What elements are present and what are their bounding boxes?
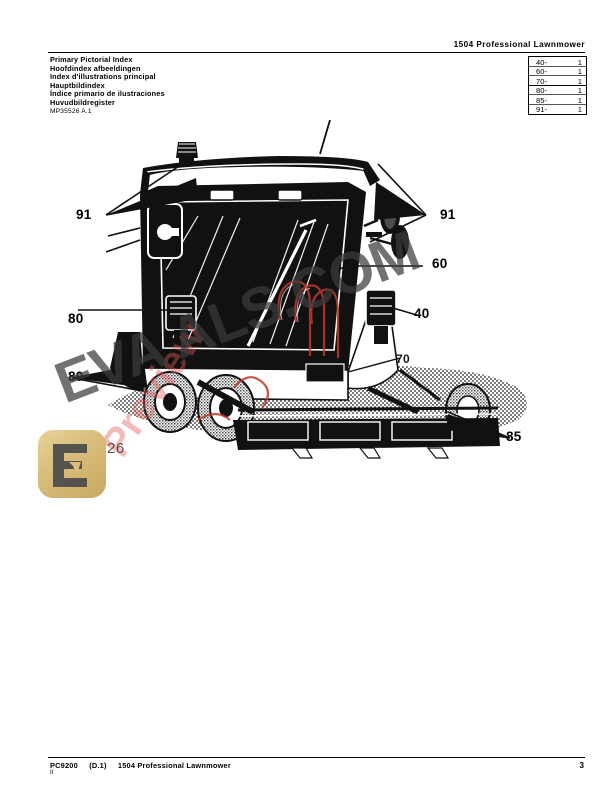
machine-illustration [48,120,585,480]
table-row[interactable]: 70- 1 [529,76,586,86]
table-row[interactable]: 60- 1 [529,67,586,77]
page-number: 3 [579,760,584,770]
footer-doc-code: PC9200 [50,761,78,770]
callout-80-lower: 80 [68,369,84,384]
footer-info: PC9200 (D.1) 1504 Professional Lawnmower [50,761,240,770]
callout-70: 70 [396,352,410,366]
table-row[interactable]: 80- 1 [529,86,586,96]
callout-91-left: 91 [76,207,92,222]
table-row[interactable]: 40- 1 [529,57,586,67]
index-title-block: Primary Pictorial Index Hoofdindex afbee… [50,55,165,108]
section-page: 1 [577,105,582,115]
callout-85: 85 [506,429,522,444]
section-index-table: 40- 1 60- 1 70- 1 80- 1 85- 1 91- 1 [528,56,587,115]
index-title-sv: Huvudbildregister [50,97,115,107]
table-row[interactable]: 85- 1 [529,95,586,105]
footer-title: 1504 Professional Lawnmower [117,761,231,770]
ev-logo-icon [47,440,97,490]
section-page: 1 [577,57,582,67]
index-title-de: Hauptbildindex [50,80,105,90]
footer-revision: (D.1) [89,761,107,770]
section-page: 1 [577,86,582,96]
section-code: 85- [536,95,547,105]
index-title-es: Índice primario de ilustraciones [50,89,165,99]
callout-40: 40 [414,306,430,321]
index-title-en: Primary Pictorial Index [50,55,133,64]
index-title-nl: Hoofdindex afbeeldingen [50,63,141,73]
callout-80-upper: 80 [68,311,84,326]
page-header-title: 1504 Professional Lawnmower [453,40,585,49]
section-code: 91- [536,105,547,115]
footer-divider-rule [48,757,585,759]
section-page: 1 [577,76,582,86]
callout-91-right: 91 [440,207,456,222]
index-title-fr: Index d'illustrations principal [50,72,156,82]
figure-code: MP35526 A.1 [50,108,92,115]
section-page: 1 [577,67,582,77]
header-divider-rule [48,52,585,54]
section-code: 40- [536,57,547,67]
callout-60: 60 [432,256,448,271]
section-code: 60- [536,67,547,77]
footer-sub-mark: II [50,770,54,776]
section-code: 70- [536,76,547,86]
section-page: 1 [577,95,582,105]
table-row[interactable]: 91- 1 [529,105,586,115]
section-code: 80- [536,86,547,96]
